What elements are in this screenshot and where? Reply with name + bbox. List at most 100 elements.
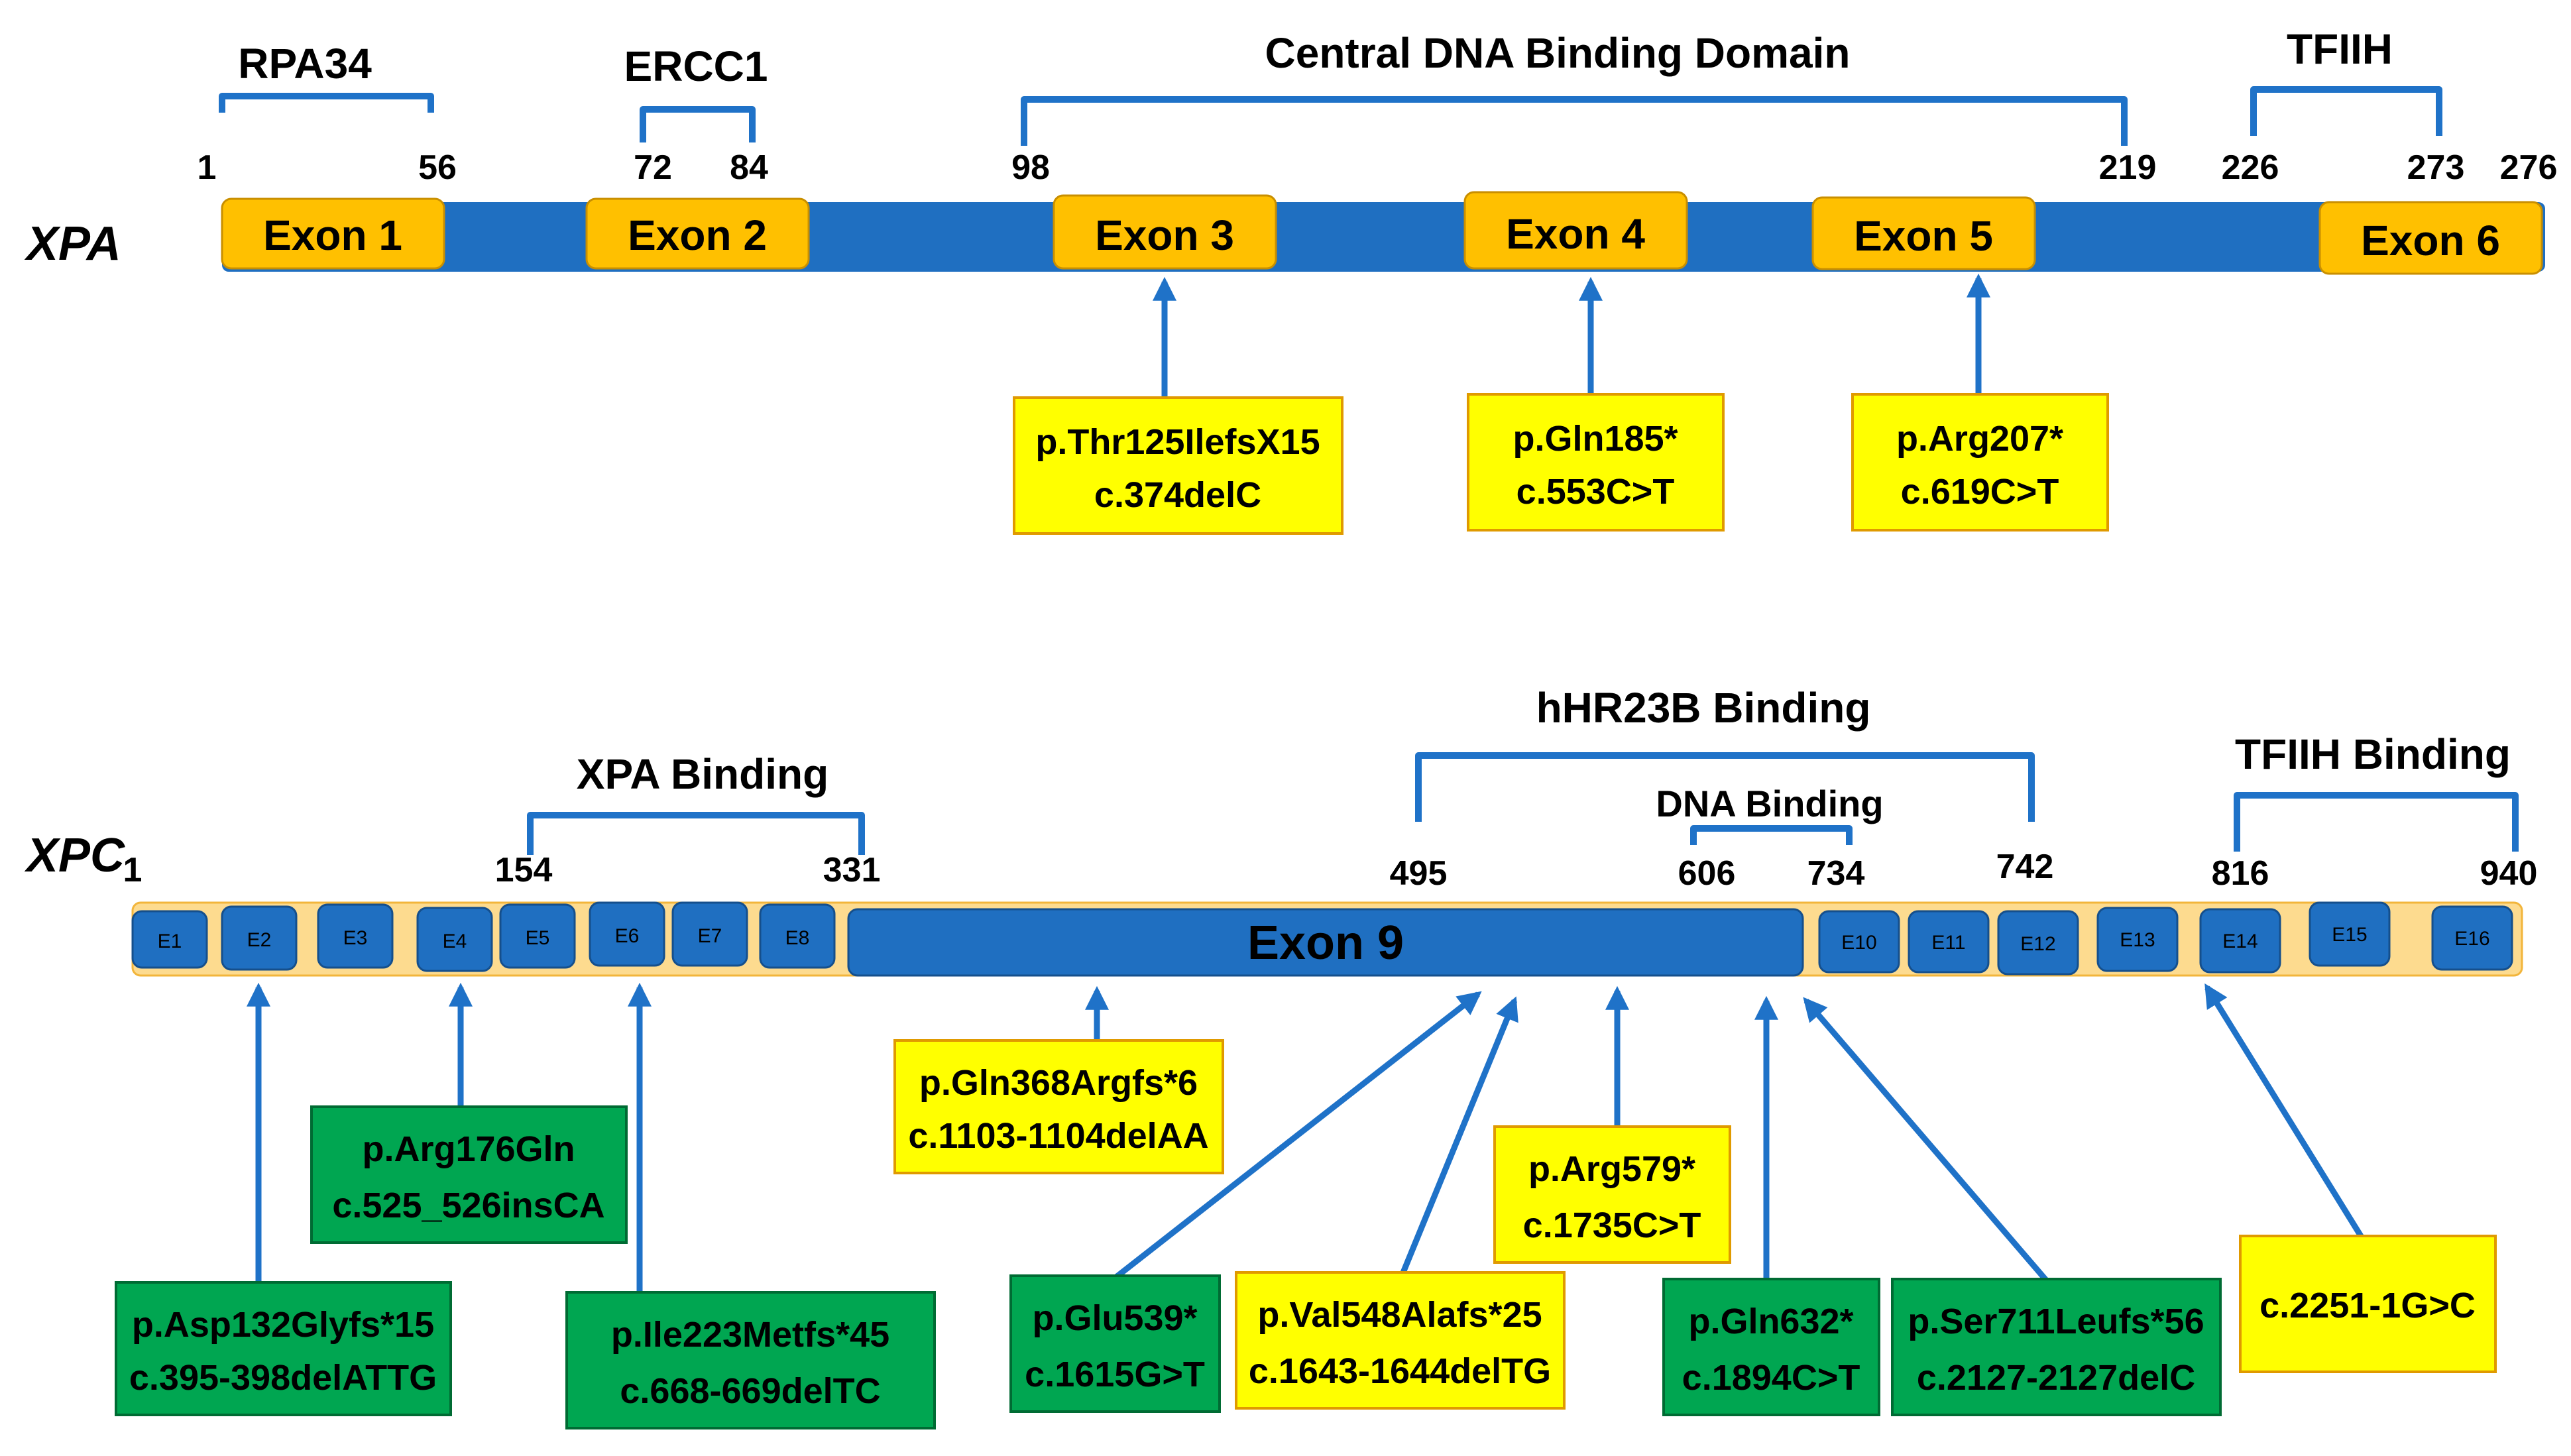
xpc-mutation-box-10 bbox=[2239, 1235, 2497, 1373]
xpa-pos-226: 226 bbox=[2222, 148, 2279, 187]
rpa34-bracket bbox=[219, 93, 434, 113]
xpc-exon-e5-label: E5 bbox=[526, 927, 550, 949]
xpa-exon-3 bbox=[1053, 194, 1277, 270]
xpc-exon-e5 bbox=[499, 903, 576, 969]
xpc-exon-e13-label: E13 bbox=[2120, 929, 2155, 951]
xpa-mutation-box-2 bbox=[1467, 393, 1725, 532]
xpc-mutation-6-protein: p.Val548Alafs*25 bbox=[1257, 1295, 1542, 1335]
xpc-mutation-7-protein: p.Arg579* bbox=[1528, 1149, 1695, 1189]
xpc-mutation-box-8 bbox=[1662, 1278, 1880, 1416]
xpa-gene-track bbox=[222, 202, 2545, 272]
xpc-pos-816: 816 bbox=[2212, 854, 2269, 893]
xpa-mutation-box-3 bbox=[1851, 393, 2109, 532]
tfiih-bracket bbox=[2250, 86, 2442, 136]
domain-label-rpa34: RPA34 bbox=[238, 40, 372, 87]
xpc-mutation-box-2 bbox=[310, 1105, 628, 1244]
xpc-mutation-6-cdna: c.1643-1644delTG bbox=[1249, 1351, 1551, 1391]
xpa-pos-98: 98 bbox=[1011, 148, 1050, 187]
xpc-exon-e6-label: E6 bbox=[615, 925, 640, 947]
xpa-mutation-1-protein: p.Thr125IlefsX15 bbox=[1035, 422, 1320, 462]
xpc-pos-940: 940 bbox=[2480, 854, 2538, 893]
xpc-mutation-box-5 bbox=[1009, 1274, 1221, 1413]
xpc-section: XPC XPA Binding hHR23B Binding DNA Bindi… bbox=[24, 684, 2538, 1429]
xpc-exon-e15-label: E15 bbox=[2332, 924, 2367, 946]
xpc-exon-e2-label: E2 bbox=[247, 929, 272, 951]
xpc-pos-495: 495 bbox=[1390, 854, 1448, 893]
domain-label-xpa-binding: XPA Binding bbox=[577, 750, 828, 798]
xpc-mutation-9-protein: p.Ser711Leufs*56 bbox=[1908, 1302, 2204, 1341]
xpc-mutation-4-cdna: c.1103-1104delAA bbox=[908, 1116, 1208, 1156]
xpc-pos-331: 331 bbox=[823, 851, 881, 889]
xpc-mutation-7-cdna: c.1735C>T bbox=[1523, 1205, 1701, 1245]
xpa-pos-72: 72 bbox=[634, 148, 672, 187]
xpa-exon-2-label: Exon 2 bbox=[628, 211, 767, 259]
xpc-mutation-2-protein: p.Arg176Gln bbox=[362, 1129, 575, 1169]
xpc-mutation-2-cdna: c.525_526insCA bbox=[332, 1186, 604, 1225]
xpc-exon-e12-label: E12 bbox=[2020, 933, 2055, 955]
xpa-section: XPA RPA34 ERCC1 Central DNA Binding Doma… bbox=[24, 25, 2558, 535]
xpc-exon-e3-label: E3 bbox=[343, 927, 368, 949]
xpa-mutation-3-cdna: c.619C>T bbox=[1901, 472, 2059, 512]
xpc-mutation-1-protein: p.Asp132Glyfs*15 bbox=[132, 1305, 434, 1345]
tfiih-binding-bracket bbox=[2234, 792, 2519, 852]
xpc-exon-e10 bbox=[1818, 910, 1900, 974]
xpc-exon-e8 bbox=[759, 903, 836, 969]
xpc-exon-9 bbox=[847, 908, 1804, 977]
hhr23b-binding-bracket bbox=[1415, 752, 2035, 822]
xpc-exon-e7-label: E7 bbox=[698, 925, 722, 947]
xpa-exon-5-label: Exon 5 bbox=[1854, 212, 1993, 260]
xpc-exon-e1 bbox=[131, 910, 208, 969]
xpc-mutation-4-protein: p.Gln368Argfs*6 bbox=[919, 1063, 1198, 1103]
xpc-exon-e11 bbox=[1908, 910, 1990, 974]
xpc-exon-e16-label: E16 bbox=[2454, 928, 2489, 950]
domain-label-dna-binding: DNA Binding bbox=[1656, 783, 1883, 824]
xpa-mutation-2-cdna: c.553C>T bbox=[1516, 472, 1675, 512]
ercc1-bracket bbox=[640, 106, 756, 142]
xpc-mutation-box-3 bbox=[565, 1291, 936, 1429]
xpa-exon-4 bbox=[1463, 191, 1688, 270]
xpa-mutation-1-cdna: c.374delC bbox=[1094, 475, 1261, 515]
xpc-exon-e16 bbox=[2431, 905, 2513, 971]
xpa-mutation-3-protein: p.Arg207* bbox=[1896, 419, 2063, 459]
xpa-exon-2 bbox=[585, 197, 810, 270]
xpc-exon-e11-label: E11 bbox=[1931, 932, 1965, 954]
xpc-mutation-box-1 bbox=[115, 1281, 452, 1416]
xpc-mutation-8-protein: p.Gln632* bbox=[1688, 1302, 1853, 1341]
xpa-pos-1: 1 bbox=[198, 148, 217, 187]
xpc-exon-e7 bbox=[671, 901, 748, 967]
xpa-exon-1-label: Exon 1 bbox=[263, 211, 402, 259]
xpc-mutation-3-cdna: c.668-669delTC bbox=[620, 1371, 880, 1411]
xpc-mutation-8-cdna: c.1894C>T bbox=[1682, 1358, 1860, 1398]
xpc-mutation-9-cdna: c.2127-2127delC bbox=[1917, 1358, 2195, 1398]
xpc-pos-734: 734 bbox=[1807, 854, 1865, 893]
xpc-mutation-box-6 bbox=[1235, 1271, 1566, 1410]
xpa-mutation-box-1 bbox=[1013, 396, 1343, 535]
xpc-mutation-3-protein: p.Ile223Metfs*45 bbox=[611, 1315, 889, 1355]
xpa-pos-56: 56 bbox=[418, 148, 457, 187]
xpc-exon-e14 bbox=[2199, 908, 2281, 974]
xpc-exon-e2 bbox=[221, 905, 298, 971]
domain-label-tfiih: TFIIH bbox=[2287, 25, 2393, 73]
xpc-exon-e8-label: E8 bbox=[785, 927, 810, 949]
xpa-exon-3-label: Exon 3 bbox=[1095, 211, 1234, 259]
xpc-mutation-5-cdna: c.1615G>T bbox=[1025, 1355, 1205, 1394]
xpc-gene-label: XPC bbox=[24, 829, 125, 882]
xpc-exon-e1-label: E1 bbox=[158, 930, 182, 952]
xpc-mutation-arrow-10 bbox=[2204, 983, 2366, 1241]
xpa-exon-1 bbox=[221, 197, 445, 270]
xpc-exon-e14-label: E14 bbox=[2222, 930, 2257, 952]
xpa-pos-219: 219 bbox=[2099, 148, 2157, 187]
xpc-exon-e10-label: E10 bbox=[1841, 932, 1876, 954]
xpc-mutation-arrow-5 bbox=[1112, 991, 1482, 1282]
xpc-mutation-10-cdna: c.2251-1G>C bbox=[2259, 1286, 2476, 1325]
xpc-exon-e4-label: E4 bbox=[443, 930, 467, 952]
xpc-mutation-arrow-9 bbox=[1803, 997, 2051, 1284]
xpc-exon-9-label: Exon 9 bbox=[1247, 917, 1404, 970]
domain-label-central: Central DNA Binding Domain bbox=[1265, 29, 1851, 77]
xpc-pos-1: 1 bbox=[123, 851, 143, 889]
xpa-pos-276: 276 bbox=[2500, 148, 2558, 187]
xpa-mutation-2-protein: p.Gln185* bbox=[1513, 419, 1678, 459]
xpc-mutation-box-9 bbox=[1891, 1278, 2222, 1416]
domain-label-tfiih-binding: TFIIH Binding bbox=[2235, 730, 2511, 778]
